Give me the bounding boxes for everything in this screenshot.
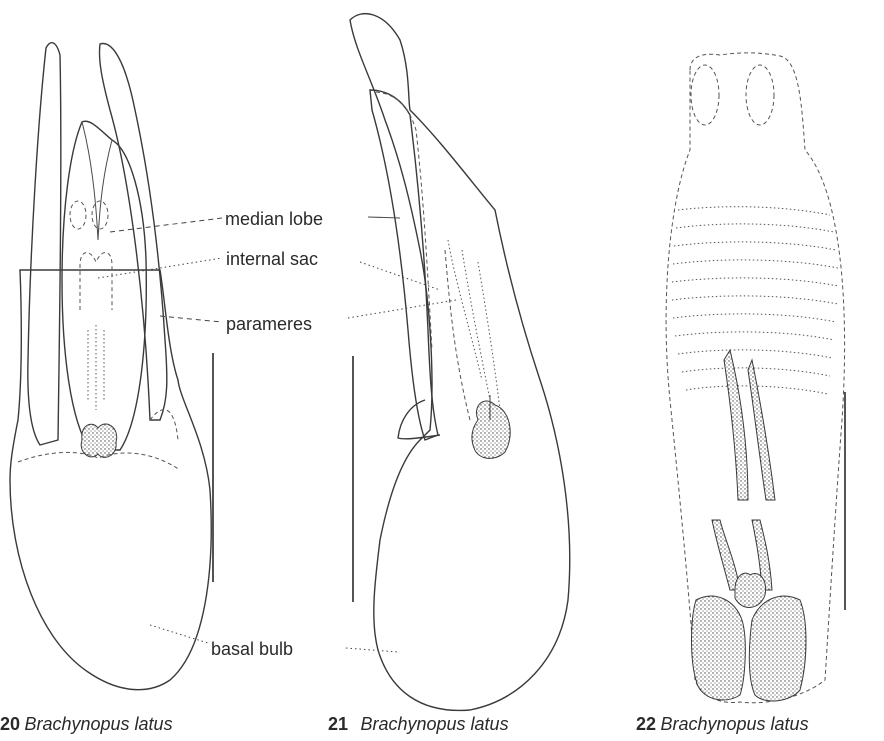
bulb-edge-detail xyxy=(150,410,178,440)
label-basal-bulb: basal bulb xyxy=(211,639,293,659)
copulatory-piece-21 xyxy=(472,401,510,458)
median-lobe-21 xyxy=(370,90,438,440)
internal-sac-sclerites xyxy=(88,325,104,410)
median-lobe-inner-21 xyxy=(376,92,432,350)
basal-bulb-outline xyxy=(10,270,211,690)
right-paramere xyxy=(99,44,166,420)
leader-parameres-right xyxy=(348,300,456,318)
caption-20-name: Brachynopus latus xyxy=(24,714,172,734)
left-paramere xyxy=(28,43,61,445)
basal-piece-right-22 xyxy=(749,596,806,701)
caption-22-number: 22 xyxy=(636,714,656,734)
leader-basal-bulb-right xyxy=(346,648,398,652)
label-parameres: parameres xyxy=(226,314,312,334)
leader-median-lobe-left xyxy=(110,218,222,232)
figure-22-drawing xyxy=(666,53,845,703)
median-lobe-20 xyxy=(62,121,146,450)
internal-sac-21 xyxy=(448,240,500,410)
label-internal-sac: internal sac xyxy=(226,249,318,269)
median-lobe-ridge-2 xyxy=(98,140,112,240)
caption-22: 22 Brachynopus latus xyxy=(636,714,809,734)
basal-ring-22 xyxy=(735,573,766,607)
caption-20: 20 Brachynopus latus xyxy=(0,714,173,734)
sclerite-right-22 xyxy=(748,360,775,500)
label-median-lobe: median lobe xyxy=(225,209,323,229)
basal-piece-left-22 xyxy=(692,596,746,700)
caption-21-name: Brachynopus latus xyxy=(360,714,508,734)
apical-lobe-left xyxy=(691,65,719,125)
caption-21-number: 21 xyxy=(328,714,348,734)
sac-folds-22 xyxy=(672,207,838,394)
internal-sac-outline xyxy=(80,253,112,310)
lateral-outline xyxy=(350,14,570,711)
figure-21-drawing xyxy=(350,14,570,711)
figure-20-drawing xyxy=(10,43,211,690)
caption-21: 21 Brachynopus latus xyxy=(328,714,509,734)
leader-parameres-left xyxy=(160,316,222,322)
leader-lines xyxy=(98,217,456,652)
sac-structure-1 xyxy=(70,201,86,229)
internal-sac-outline-21 xyxy=(445,250,470,420)
sclerite-left-22 xyxy=(724,350,748,500)
sclerite-lower-left-22 xyxy=(712,520,740,590)
caption-22-name: Brachynopus latus xyxy=(660,714,808,734)
caption-20-number: 20 xyxy=(0,714,20,734)
apical-lobe-right xyxy=(746,65,774,125)
copulatory-piece-20 xyxy=(81,424,116,457)
